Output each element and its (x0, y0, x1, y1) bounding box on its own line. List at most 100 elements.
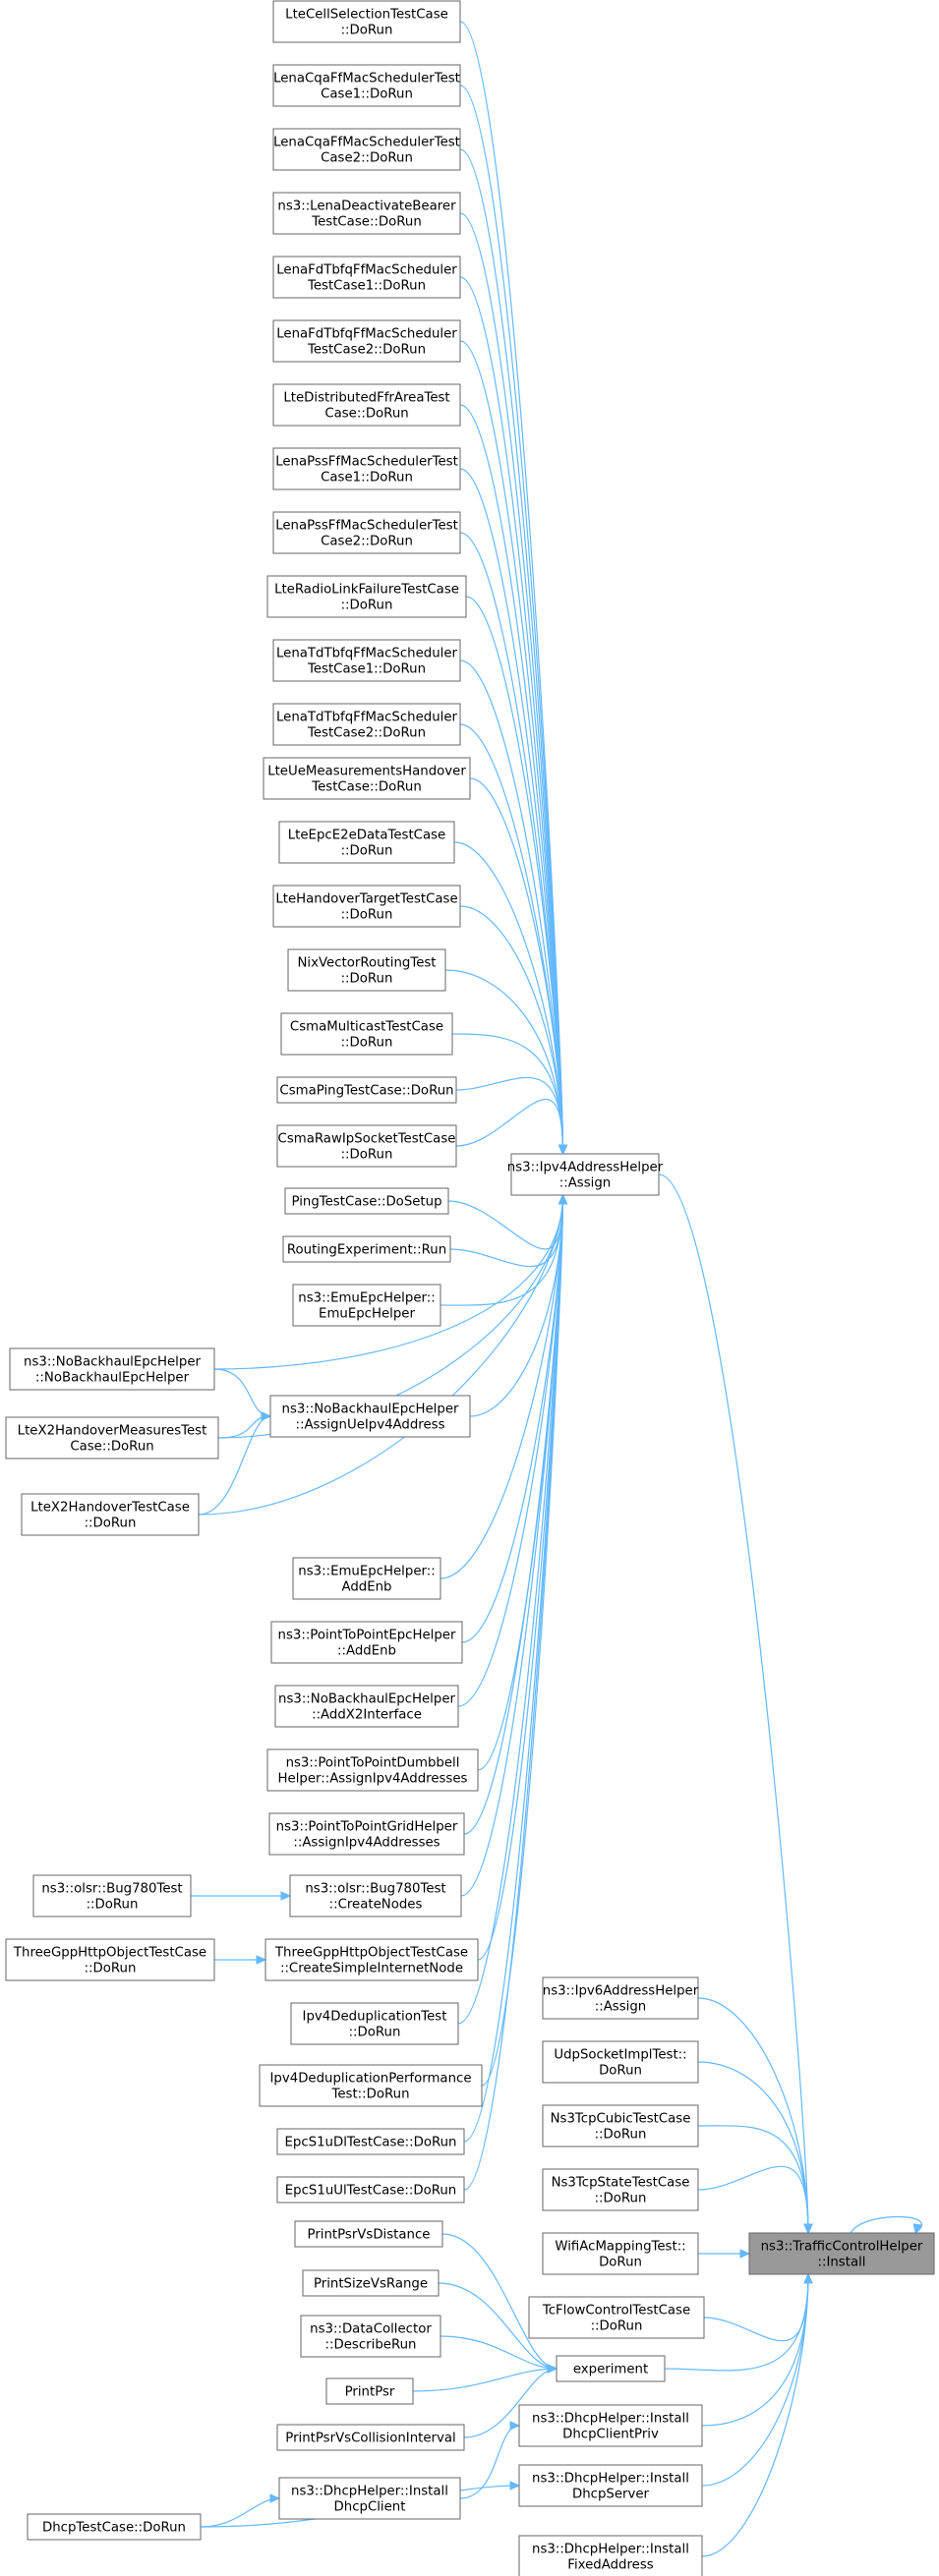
node-label-line: EmuEpcHelper (319, 1307, 415, 1322)
node-box (268, 1812, 465, 1856)
node-label-line: Test::DoRun (330, 2088, 409, 2102)
graph-node-experiment[interactable]: experiment (556, 2355, 666, 2382)
graph-node-ns3tcpstatetestcase-dorun[interactable]: Ns3TcpStateTestCase::DoRun (542, 2168, 699, 2211)
node-label-line: ns3::TrafficControlHelper (761, 2240, 923, 2255)
graph-node-ns3-emuepchelper-addenb[interactable]: ns3::EmuEpcHelper::AddEnb (292, 1557, 441, 1600)
graph-node-ns3-pointtopointepchelper-addenb[interactable]: ns3::PointToPointEpcHelper::AddEnb (270, 1621, 463, 1664)
graph-node-ns3-olsr-bug780test-dorun[interactable]: ns3::olsr::Bug780Test::DoRun (32, 1874, 192, 1918)
graph-node-ns3-emuepchelper-emuepchelper[interactable]: ns3::EmuEpcHelper::EmuEpcHelper (292, 1284, 441, 1327)
node-box (542, 2232, 699, 2275)
graph-node-csmarawipsockettestcase-dorun[interactable]: CsmaRawIpSocketTestCase::DoRun (276, 1124, 457, 1168)
node-box (9, 1347, 215, 1391)
graph-node-printsizevsrange[interactable]: PrintSizeVsRange (302, 2269, 440, 2297)
node-label-line: LteRadioLinkFailureTestCase (274, 583, 459, 598)
node-box (292, 1284, 441, 1327)
node-label-line: Case1::DoRun (321, 87, 413, 102)
graph-node-tcflowcontroltestcase-dorun[interactable]: TcFlowControlTestCase::DoRun (528, 2296, 705, 2339)
graph-edges (191, 21, 923, 2557)
graph-node-csmapingtestcase-dorun[interactable]: CsmaPingTestCase::DoRun (276, 1076, 457, 1104)
graph-node-csmamulticasttestcase-dorun[interactable]: CsmaMulticastTestCase::DoRun (280, 1012, 453, 1056)
edge-n34-to-n35 (213, 1955, 267, 1965)
node-box (266, 1748, 479, 1792)
graph-node-threegpphttpobjecttestcase-createsimpleinternetnode[interactable]: ThreeGppHttpObjectTestCase::CreateSimple… (264, 1938, 479, 1981)
graph-node-ns3-trafficcontrolhelper-install[interactable]: ns3::TrafficControlHelper::Install (748, 2232, 935, 2275)
node-label-line: ::DoRun (341, 1036, 393, 1051)
node-label-line: ::DoRun (595, 2128, 647, 2143)
graph-node-ns3-pointtopointdumbbell-helper-assignipv4addresses[interactable]: ns3::PointToPointDumbbellHelper::AssignI… (266, 1748, 479, 1792)
graph-node-pingtestcase-dosetup[interactable]: PingTestCase::DoSetup (284, 1187, 449, 1215)
node-label-line: ::DoRun (341, 908, 393, 923)
graph-node-udpsocketimpltest-dorun[interactable]: UdpSocketImplTest::DoRun (542, 2040, 699, 2084)
node-box (274, 1685, 459, 1728)
node-label-line: Case2::DoRun (321, 535, 413, 549)
graph-node-ns3-nobackhaulepchelper-assignueipv4address[interactable]: ns3::NoBackhaulEpcHelper::AssignUeIpv4Ad… (269, 1395, 471, 1438)
node-label-line: WifiAcMappingTest:: (555, 2240, 685, 2255)
edge-n47-self-loop (850, 2215, 923, 2235)
node-label-line: CsmaRawIpSocketTestCase (278, 1132, 456, 1147)
node-box (518, 2404, 703, 2447)
node-label-line: LenaTdTbfqFfMacScheduler (276, 711, 458, 725)
edge-n20-to-n40 (447, 1193, 568, 1250)
graph-node-lteradiolinkfailuretestcase-dorun[interactable]: LteRadioLinkFailureTestCase::DoRun (266, 575, 467, 618)
graph-node-routingexperiment-run[interactable]: RoutingExperiment::Run (282, 1235, 451, 1263)
node-label-line: ns3::DhcpHelper::Install (532, 2543, 689, 2557)
graph-node-ns3tcpcubictestcase-dorun[interactable]: Ns3TcpCubicTestCase::DoRun (542, 2104, 699, 2147)
edge-n44-to-n47 (697, 2165, 813, 2235)
node-box (542, 2104, 699, 2147)
graph-node-ns3-ipv4addresshelper-assign[interactable]: ns3::Ipv4AddressHelper::Assign (507, 1153, 664, 1196)
graph-node-ns3-pointtopointgridhelper-assignipv4addresses[interactable]: ns3::PointToPointGridHelper::AssignIpv4A… (268, 1812, 465, 1856)
node-label-line: DhcpServer (572, 2488, 650, 2502)
graph-node-ns3-nobackhaulepchelper-nobackhaulepchelper[interactable]: ns3::NoBackhaulEpcHelper::NoBackhaulEpcH… (9, 1347, 215, 1391)
node-label-line: DhcpTestCase::DoRun (42, 2521, 186, 2536)
graph-node-printpsr[interactable]: PrintPsr (325, 2377, 414, 2405)
graph-node-epcs1uultestcase-dorun[interactable]: EpcS1uUlTestCase::DoRun (276, 2176, 465, 2204)
node-box (510, 1153, 660, 1196)
graph-node-dhcptestcase-dorun[interactable]: DhcpTestCase::DoRun (27, 2513, 202, 2541)
graph-node-printpsrvscollisioninterval[interactable]: PrintPsrVsCollisionInterval (276, 2424, 465, 2451)
graph-node-ltex2handovertestcase-dorun[interactable]: LteX2HandoverTestCase::DoRun (21, 1493, 200, 1536)
edge-n46-to-n47 (703, 2272, 813, 2342)
graph-node-printpsrvsdistance[interactable]: PrintPsrVsDistance (294, 2220, 443, 2248)
graph-node-nixvectorroutingtest-dorun[interactable]: NixVectorRoutingTest::DoRun (287, 948, 446, 992)
node-box (542, 2040, 699, 2084)
graph-node-epcs1udltestcase-dorun[interactable]: EpcS1uDlTestCase::DoRun (276, 2128, 465, 2155)
graph-node-ns3-ipv6addresshelper-assign[interactable]: ns3::Ipv6AddressHelper::Assign (542, 1976, 699, 2020)
edge-n56-to-n47 (701, 2272, 813, 2487)
node-label-line: ::AssignUeIpv4Address (295, 1418, 444, 1433)
node-box (278, 821, 455, 864)
node-label-line: ns3::olsr::Bug780Test (41, 1882, 182, 1897)
graph-node-ns3-olsr-bug780test-createnodes[interactable]: ns3::olsr::Bug780Test::CreateNodes (289, 1874, 462, 1918)
graph-node-ltehandovertargettestcase-dorun[interactable]: LteHandoverTargetTestCase::DoRun (272, 885, 461, 928)
node-box (289, 1874, 462, 1918)
node-label-line: PrintSizeVsRange (314, 2277, 428, 2292)
node-label-line: TcFlowControlTestCase (542, 2304, 690, 2318)
node-label-line: LteUeMeasurementsHandover (267, 765, 466, 779)
node-box (278, 2477, 461, 2520)
graph-node-ns3-datacollector-describerun[interactable]: ns3::DataCollector::DescribeRun (300, 2315, 441, 2358)
graph-node-ltecellselectiontestcase-dorun[interactable]: LteCellSelectionTestCase::DoRun (272, 0, 461, 43)
edge-n52-to-n53 (463, 2364, 558, 2438)
graph-node-threegpphttpobjecttestcase-dorun[interactable]: ThreeGppHttpObjectTestCase::DoRun (5, 1938, 215, 1981)
node-box (542, 1976, 699, 2020)
graph-node-ipv4deduplicationtest-dorun[interactable]: Ipv4DeduplicationTest::DoRun (290, 2002, 459, 2045)
graph-node-wifiacmappingtest-dorun[interactable]: WifiAcMappingTest::DoRun (542, 2232, 699, 2275)
graph-node-ns3-nobackhaulepchelper-addx2interface[interactable]: ns3::NoBackhaulEpcHelper::AddX2Interface (274, 1685, 459, 1728)
graph-node-lteepce2edatatestcase-dorun[interactable]: LteEpcE2eDataTestCase::DoRun (278, 821, 455, 864)
